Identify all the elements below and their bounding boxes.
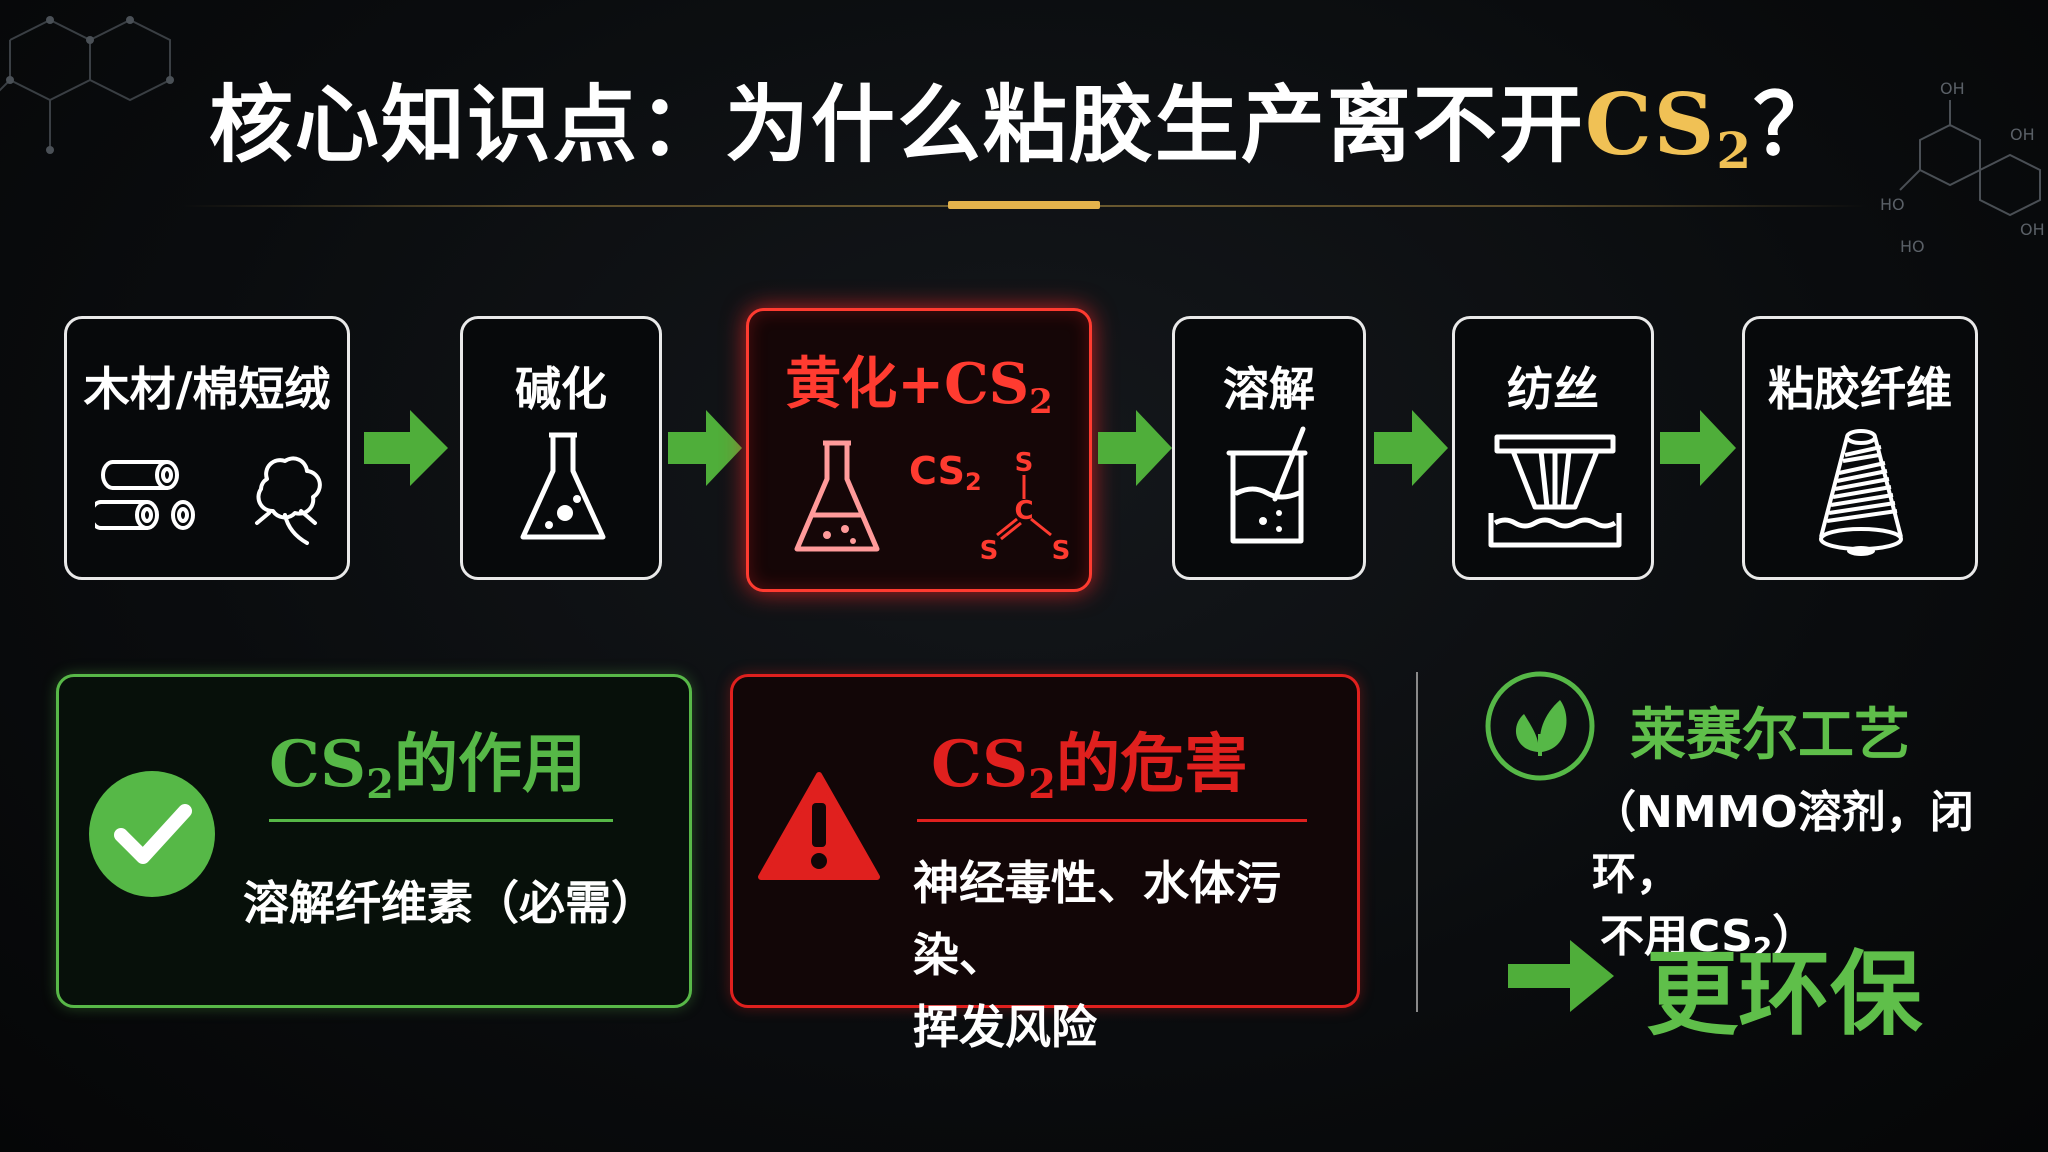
arrow-right-icon: [668, 410, 742, 490]
arrow-right-icon: [1374, 410, 1448, 490]
step-xanthation-cs2: 黄化+CS2 CS2 S C S S: [746, 308, 1092, 592]
vertical-divider: [1416, 672, 1418, 1012]
svg-text:S: S: [1052, 536, 1071, 566]
step-label: 黄化+CS2: [785, 351, 1053, 422]
ho-label: HO: [1880, 195, 1905, 214]
ho-label: HO: [1900, 237, 1925, 256]
flask-icon: [520, 432, 606, 540]
step-viscose-fiber: 粘胶纤维: [1742, 316, 1978, 580]
step-spinning: 纺丝: [1452, 316, 1654, 580]
arrow-right-icon: [1098, 410, 1172, 490]
step-label: 纺丝: [1507, 362, 1599, 416]
beaker-icon: [1226, 426, 1308, 544]
leaf-icon: [1485, 671, 1595, 781]
step-dissolution: 溶解: [1172, 316, 1366, 580]
yarn-spool-icon: [1819, 429, 1903, 556]
svg-text:C: C: [1014, 496, 1033, 526]
warning-icon: [758, 772, 880, 880]
lyocell-title: 莱赛尔工艺: [1630, 703, 1910, 768]
cs2-molecule-icon: S C S S: [980, 448, 1071, 566]
title-suffix: ？: [1753, 76, 1840, 174]
panel-text: 溶解纤维素（必需）: [243, 876, 657, 930]
panel-divider: [269, 819, 613, 822]
title-prefix: 核心知识点：为什么粘胶生产离不开: [208, 76, 1585, 174]
arrow-right-icon: [1508, 940, 1614, 1012]
arrow-right-icon: [364, 410, 448, 490]
flask-icon: [794, 440, 880, 552]
page-title: 核心知识点：为什么粘胶生产离不开CS2？: [0, 58, 2048, 180]
cellulose-structure-decoration: OH OH HO OH HO: [1880, 79, 2045, 256]
panel-divider: [917, 819, 1307, 822]
lyocell-description: （NMMO溶剂，闭环， 不用CS2）: [1592, 787, 1974, 964]
cs2-role-panel: CS2的作用 溶解纤维素（必需）: [56, 674, 692, 1008]
panel-title: CS2的危害: [931, 727, 1248, 808]
step-label: 碱化: [515, 362, 607, 416]
molecule-network-decoration: [0, 16, 174, 154]
svg-text:S: S: [1015, 448, 1034, 478]
step-label: 粘胶纤维: [1768, 362, 1952, 416]
cotton-icon: [255, 456, 322, 545]
cs2-harm-panel: CS2的危害 神经毒性、水体污染、 挥发风险: [730, 674, 1360, 1054]
spinneret-icon: [1488, 434, 1622, 548]
step-alkalization: 碱化: [460, 316, 662, 580]
panel-text: 神经毒性、水体污染、 挥发风险: [913, 856, 1281, 1054]
title-chem: CS2: [1584, 75, 1754, 180]
oh-label: OH: [2010, 125, 2035, 144]
checkmark-icon: [89, 771, 215, 897]
title-accent-bar: [948, 201, 1100, 209]
step-label: 木材/棉短绒: [83, 362, 331, 416]
arrow-right-icon: [1660, 410, 1736, 490]
eco-friendly-label: 更环保: [1646, 941, 1923, 1048]
oh-label: OH: [1940, 79, 1965, 98]
svg-text:S: S: [980, 536, 999, 566]
step-wood-cotton: 木材/棉短绒: [64, 316, 350, 580]
logs-icon: [95, 460, 195, 530]
step-label: 溶解: [1223, 362, 1315, 416]
oh-label: OH: [2020, 220, 2045, 239]
cs2-formula-label: CS2: [909, 449, 982, 496]
panel-title: CS2的作用: [269, 727, 586, 808]
